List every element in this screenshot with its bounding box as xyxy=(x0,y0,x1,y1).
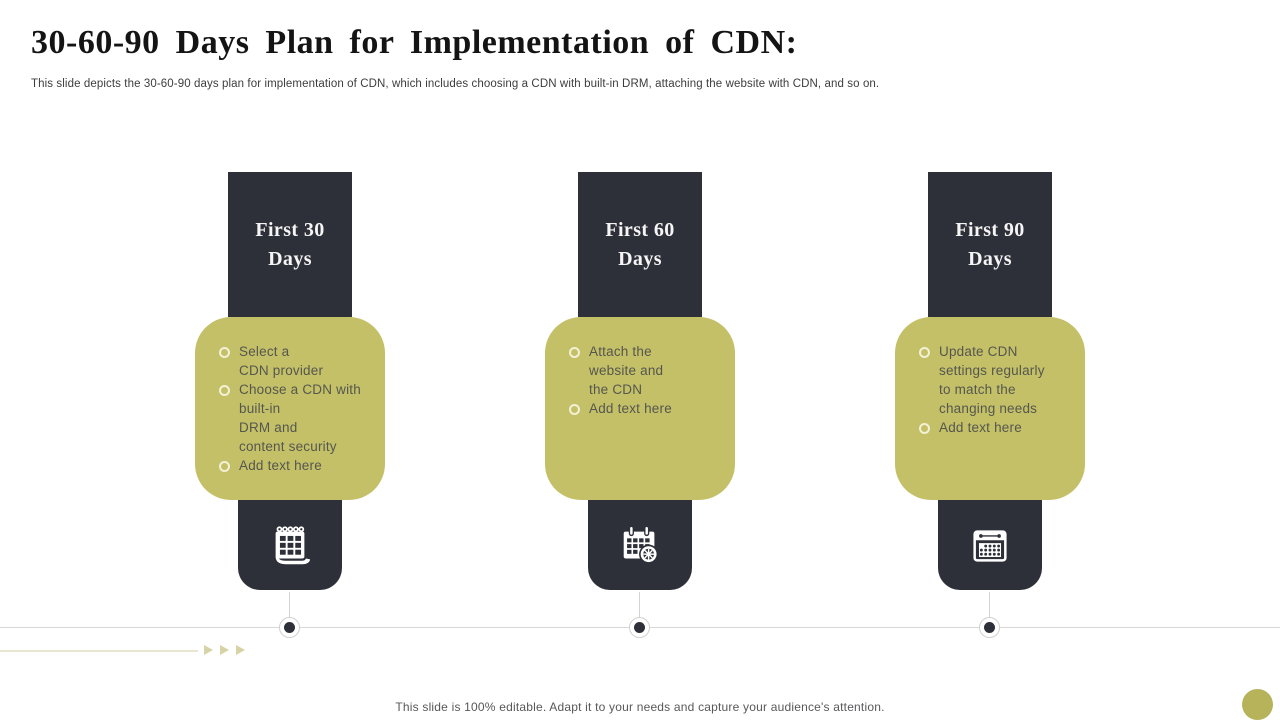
arrow-right-icon xyxy=(236,645,245,655)
bullet-text: Add text here xyxy=(589,401,672,416)
bullet-circle-icon xyxy=(919,347,930,358)
bullet-circle-icon xyxy=(569,347,580,358)
bullet-text: Attach the website and the CDN xyxy=(589,344,664,397)
bullet-item: Select a CDN provider xyxy=(219,342,375,380)
decor-arrows xyxy=(204,645,245,655)
phase-header-label: First 30 Days xyxy=(255,218,325,270)
bullet-item: Choose a CDN with built-in DRM and conte… xyxy=(219,380,375,456)
phase-column-90-days: First 90 Days Update CDN settings regula… xyxy=(895,172,1085,642)
phase-header-30-days: First 30 Days xyxy=(228,172,352,317)
bullet-text: Select a CDN provider xyxy=(239,344,324,378)
timeline-node-dot xyxy=(984,622,995,633)
bullet-text: Add text here xyxy=(939,420,1022,435)
arrow-right-icon xyxy=(204,645,213,655)
bullet-circle-icon xyxy=(219,347,230,358)
phase-tasks-box: Update CDN settings regularly to match t… xyxy=(895,317,1085,500)
bullet-item: Attach the website and the CDN xyxy=(569,342,725,399)
bullet-text: Update CDN settings regularly to match t… xyxy=(939,344,1045,416)
bullet-item: Add text here xyxy=(919,418,1075,437)
phase-tasks-box: Attach the website and the CDN Add text h… xyxy=(545,317,735,500)
bullet-item: Add text here xyxy=(219,456,375,475)
phase-column-60-days: First 60 Days xyxy=(545,172,735,642)
bullet-circle-icon xyxy=(219,385,230,396)
bullet-text: Choose a CDN with built-in DRM and conte… xyxy=(239,382,361,454)
bullet-text: Add text here xyxy=(239,458,322,473)
calendar-notepad-icon xyxy=(275,526,311,565)
timeline-connector xyxy=(289,592,290,617)
bullet-item: Update CDN settings regularly to match t… xyxy=(919,342,1075,418)
bullet-item: Add text here xyxy=(569,399,725,418)
phase-header-90-days: First 90 Days xyxy=(928,172,1052,317)
bullet-list: Attach the website and the CDN Add text h… xyxy=(569,342,725,418)
phase-header-60-days: First 60 Days xyxy=(578,172,702,317)
bullet-list: Update CDN settings regularly to match t… xyxy=(919,342,1075,437)
bullet-circle-icon xyxy=(219,461,230,472)
calendar-dots-icon xyxy=(973,530,1007,562)
phase-header-label: First 60 Days xyxy=(605,218,675,270)
page-title: 30-60-90 Days Plan for Implementation of… xyxy=(31,24,798,61)
timeline-node-dot xyxy=(634,622,645,633)
bullet-circle-icon xyxy=(919,423,930,434)
timeline-node xyxy=(979,617,1000,638)
bullet-circle-icon xyxy=(569,404,580,415)
calendar-gear-icon xyxy=(623,525,659,564)
slide-subtitle: This slide depicts the 30-60-90 days pla… xyxy=(31,78,880,90)
timeline-connector xyxy=(989,592,990,617)
corner-accent-circle xyxy=(1242,689,1273,720)
phase-header-label: First 90 Days xyxy=(955,218,1025,270)
timeline-node xyxy=(629,617,650,638)
slide-footer-note: This slide is 100% editable. Adapt it to… xyxy=(395,700,885,714)
decor-accent-line xyxy=(0,650,198,652)
arrow-right-icon xyxy=(220,645,229,655)
timeline-connector xyxy=(639,592,640,617)
timeline-node-dot xyxy=(284,622,295,633)
timeline-node xyxy=(279,617,300,638)
